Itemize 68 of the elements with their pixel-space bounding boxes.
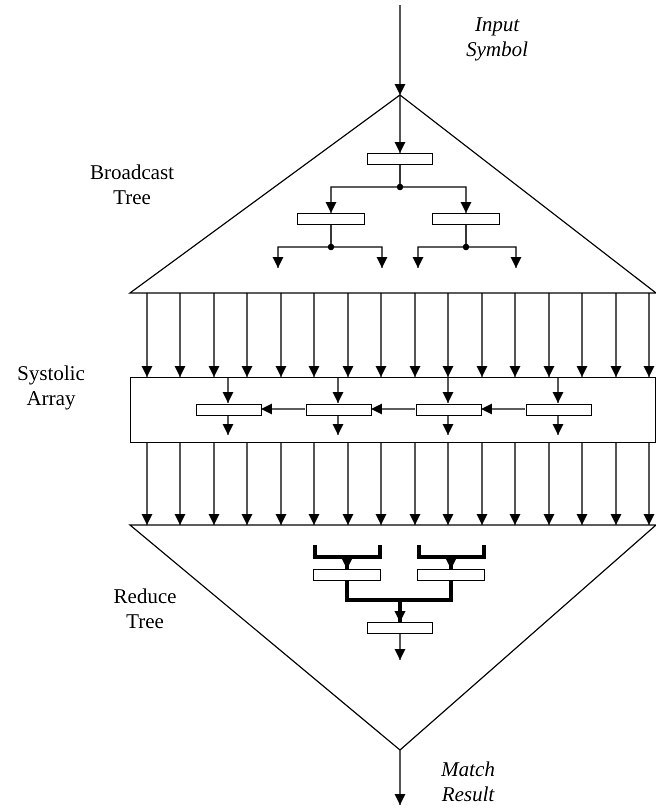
arrow	[544, 443, 554, 525]
arrow	[510, 443, 520, 525]
arrow	[208, 293, 220, 377]
arrow	[332, 377, 344, 403]
arrow	[442, 293, 454, 377]
register-box	[196, 404, 262, 416]
arrow	[261, 404, 305, 414]
arrow	[410, 293, 420, 377]
register-box	[432, 213, 500, 225]
io-label: Match Result	[440, 757, 496, 807]
block-label: Broadcast Tree	[89, 160, 175, 210]
arrow	[276, 293, 286, 377]
arrow	[342, 545, 382, 569]
arrow	[644, 293, 654, 377]
arrow	[394, 5, 406, 95]
arrow	[576, 293, 588, 377]
register-box	[297, 213, 365, 225]
arrow	[410, 443, 420, 525]
arrow	[442, 443, 454, 525]
arrow	[371, 404, 415, 414]
arrow	[242, 293, 252, 377]
arrow	[442, 415, 454, 435]
arrow	[276, 443, 286, 525]
arrow	[142, 443, 152, 525]
register-box	[367, 153, 433, 165]
arrow	[222, 415, 234, 435]
arrow	[174, 293, 186, 377]
register-box	[367, 622, 433, 634]
register-box	[526, 404, 592, 416]
arrow	[330, 225, 388, 268]
arrow	[644, 443, 654, 525]
arrow	[394, 581, 453, 622]
arrow	[442, 377, 454, 403]
arrow	[376, 293, 386, 377]
block-label: Systolic Array	[16, 361, 86, 411]
arrow	[610, 443, 622, 525]
register-box	[416, 404, 482, 416]
arrow	[394, 95, 406, 153]
arrow	[222, 377, 234, 403]
arrow	[544, 293, 554, 377]
arrow	[342, 443, 354, 525]
arrow	[308, 293, 320, 377]
arrow	[332, 415, 344, 435]
arrow	[465, 225, 522, 268]
arrow	[399, 165, 472, 213]
arrow	[610, 293, 622, 377]
arrow	[446, 545, 486, 569]
arrow	[242, 443, 252, 525]
io-label: Input Symbol	[465, 12, 529, 62]
arrow	[342, 293, 354, 377]
arrow	[394, 634, 406, 660]
arrow	[576, 443, 588, 525]
arrow	[552, 377, 564, 403]
arrow	[476, 443, 488, 525]
arrow	[394, 750, 406, 805]
block-label: Reduce Tree	[112, 584, 178, 634]
register-box	[417, 569, 485, 581]
arrow	[481, 404, 525, 414]
register-box	[306, 404, 372, 416]
arrow	[552, 415, 564, 435]
arrow	[208, 443, 220, 525]
arrow	[510, 293, 520, 377]
arrow	[174, 443, 186, 525]
register-box	[313, 569, 381, 581]
arrow	[376, 443, 386, 525]
arrow	[308, 443, 320, 525]
arrow	[476, 293, 488, 377]
arrow	[142, 293, 152, 377]
